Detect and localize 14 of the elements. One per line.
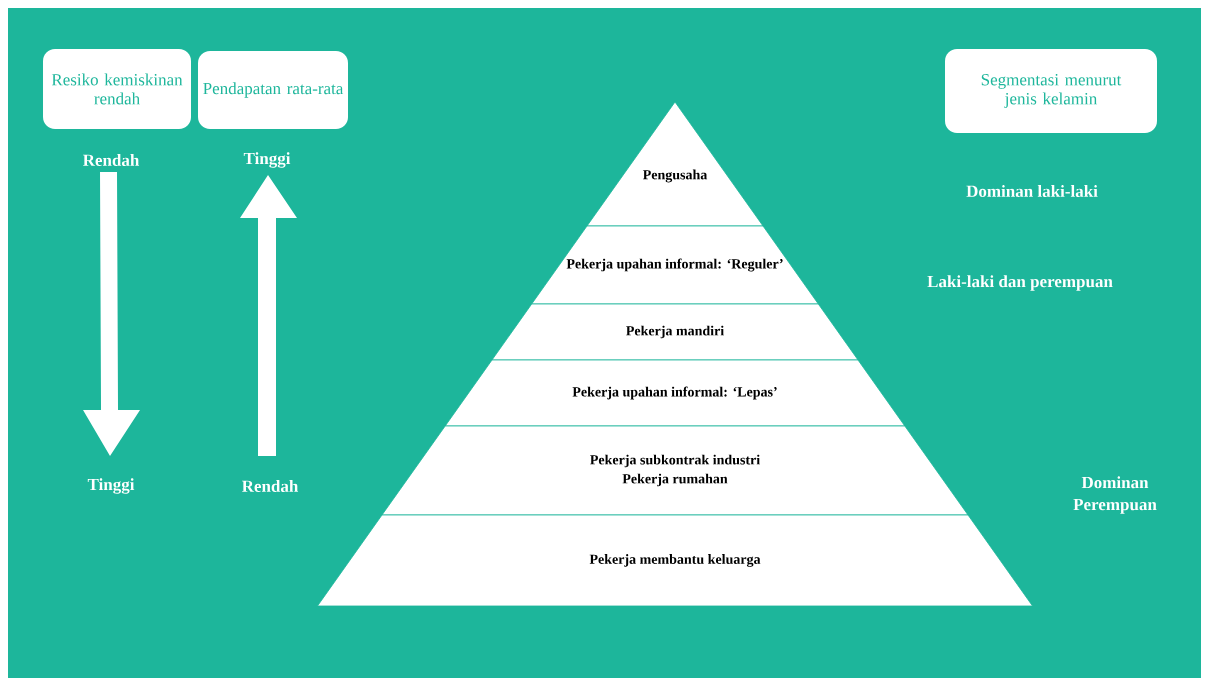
scale-label: Rendah <box>241 480 299 492</box>
scale-label: Dominan laki-laki <box>966 185 1098 197</box>
scale-label: Laki-laki dan perempuan <box>927 275 1113 291</box>
label-box: Segmentasi menurut jenis kelamin <box>945 49 1157 133</box>
scale-label: Rendah <box>82 154 140 166</box>
scale-label: Dominan Perempuan <box>1073 476 1157 514</box>
scale-label: Tinggi <box>243 152 291 168</box>
label-box: Pendapatan rata-rata <box>198 51 348 129</box>
pyramid-level: Pekerja membantu keluarga <box>317 514 1033 607</box>
pyramid-level: Pekerja mandiri <box>491 303 859 361</box>
pyramid-level: Pengusaha <box>586 101 764 227</box>
label-box: Resiko kemiskinan rendah <box>43 49 191 129</box>
scale-label: Tinggi <box>87 478 135 494</box>
pyramid-level: Pekerja upahan informal: ‘Reguler’ <box>531 225 819 305</box>
